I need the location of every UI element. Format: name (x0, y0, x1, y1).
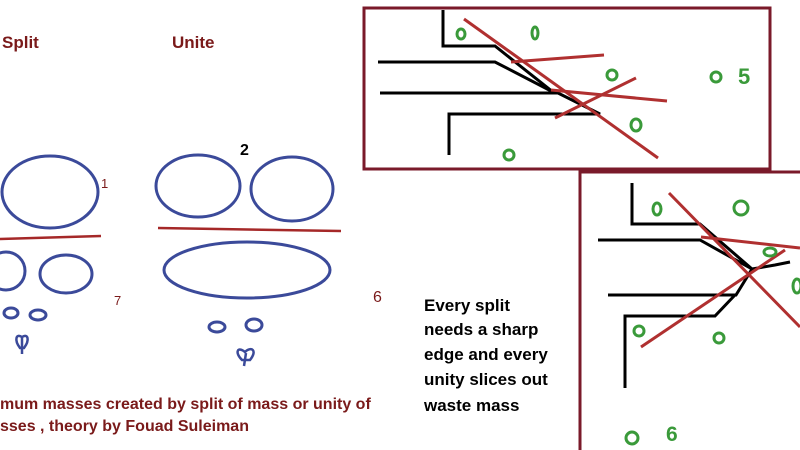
waste-mass (632, 324, 646, 338)
split-label: Split (2, 33, 39, 52)
bottom-split-edge-lower (623, 293, 737, 388)
top-cut-lines (463, 17, 668, 160)
number-6-label: 6 (373, 289, 382, 306)
top-panel-frame (362, 6, 772, 171)
bottom-cut-line (667, 191, 800, 329)
number-7-label: 7 (114, 293, 121, 308)
unite-tiny-mass (236, 348, 255, 362)
top-cut-line (550, 88, 668, 103)
tiny-mass-knots (15, 334, 255, 367)
split-tiny-mass (15, 334, 29, 350)
unite-label: Unite (172, 33, 215, 52)
bottom-panel-frame (578, 170, 800, 450)
waste-mass (605, 68, 619, 82)
caption-line-2: sses , theory by Fouad Suleiman (0, 418, 249, 435)
waste-mass (762, 246, 778, 258)
split-large-mass (0, 154, 100, 230)
top-waste-masses (455, 25, 723, 162)
top-split-edge-upper (378, 10, 554, 94)
note-line-5: waste mass (423, 396, 519, 415)
waste-mass (791, 277, 800, 295)
note-line-3: edge and every (424, 345, 548, 364)
unite-tiny-mass-stem (242, 352, 248, 367)
bottom-panel: 6 (578, 170, 800, 450)
unite-small-mass (207, 320, 227, 334)
waste-mass (629, 117, 643, 133)
split-small-mass (28, 308, 48, 322)
caption-line-1: mum masses created by split of mass or u… (0, 396, 371, 413)
mass-ellipses (0, 153, 335, 334)
number-2-label: 2 (240, 142, 249, 159)
divider-lines (0, 226, 342, 241)
number-1-label: 1 (101, 176, 108, 191)
top-cut-line (463, 17, 659, 160)
unite-small-mass (244, 317, 264, 333)
bottom-cut-lines (640, 191, 800, 349)
bottom-waste-masses (624, 199, 800, 446)
split-mass-right (38, 253, 94, 295)
note-line-1: Every split (424, 296, 510, 315)
waste-mass (651, 201, 663, 217)
split-small-mass (2, 306, 20, 320)
top-cut-line (554, 76, 637, 120)
top-panel: 5 (362, 6, 772, 171)
waste-mass (455, 27, 467, 41)
note-line-2: needs a sharp (424, 320, 538, 339)
unite-divider-line (157, 226, 342, 233)
unite-mass-right (249, 155, 335, 223)
note-line-4: unity slices out (424, 370, 548, 389)
waste-mass (732, 199, 750, 217)
number-6-green-label: 6 (666, 423, 678, 446)
unite-mass-left (154, 153, 242, 219)
top-cut-line (510, 53, 605, 64)
bottom-cut-line (700, 235, 800, 250)
waste-mass (624, 430, 640, 446)
bottom-cut-line (640, 248, 786, 349)
waste-mass (712, 331, 726, 345)
number-5-label: 5 (738, 64, 750, 89)
bottom-split-edge-upper (598, 183, 753, 271)
waste-mass (530, 25, 540, 41)
bottom-split-edge-middle (608, 260, 791, 297)
waste-mass (709, 70, 723, 84)
unite-merged-mass (162, 240, 332, 300)
split-mass-left (0, 250, 27, 292)
top-split-edge-lower (380, 91, 601, 155)
waste-mass (502, 148, 516, 162)
split-divider-line (0, 234, 102, 241)
